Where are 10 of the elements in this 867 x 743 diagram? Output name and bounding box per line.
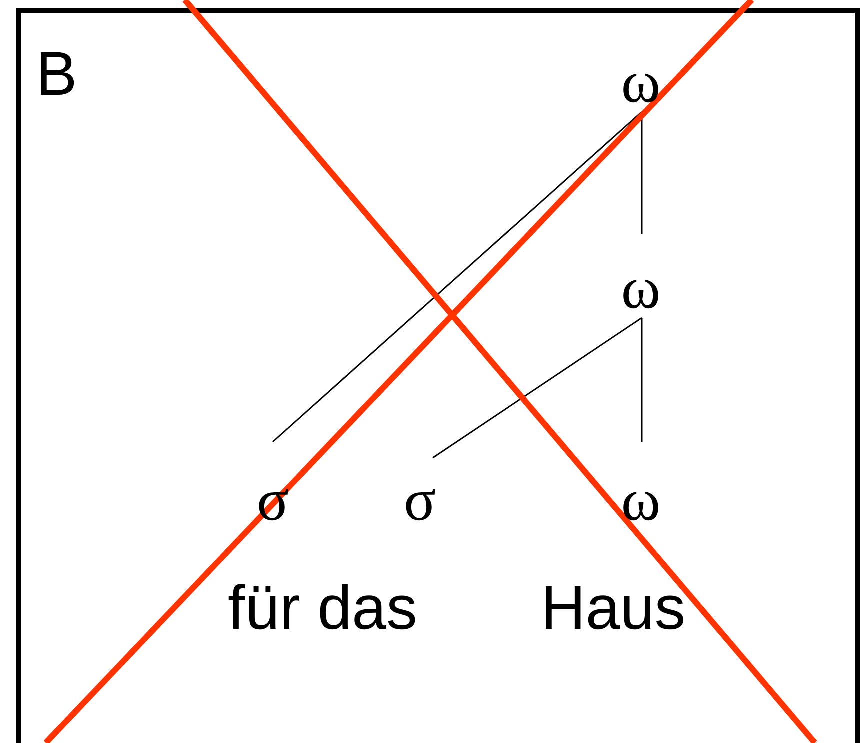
prosodic-symbol: ω xyxy=(621,258,661,318)
tree-branch-line xyxy=(272,111,642,443)
prosodic-symbol: ω xyxy=(621,470,661,530)
word-text: Haus xyxy=(541,573,686,645)
tree-branch-line xyxy=(641,318,643,442)
tree-branch-line xyxy=(432,317,642,459)
panel-letter: B xyxy=(36,39,78,111)
word-text: für das xyxy=(228,573,418,645)
prosodic-symbol: σ xyxy=(404,470,436,530)
prosodic-symbol: ω xyxy=(621,52,661,112)
